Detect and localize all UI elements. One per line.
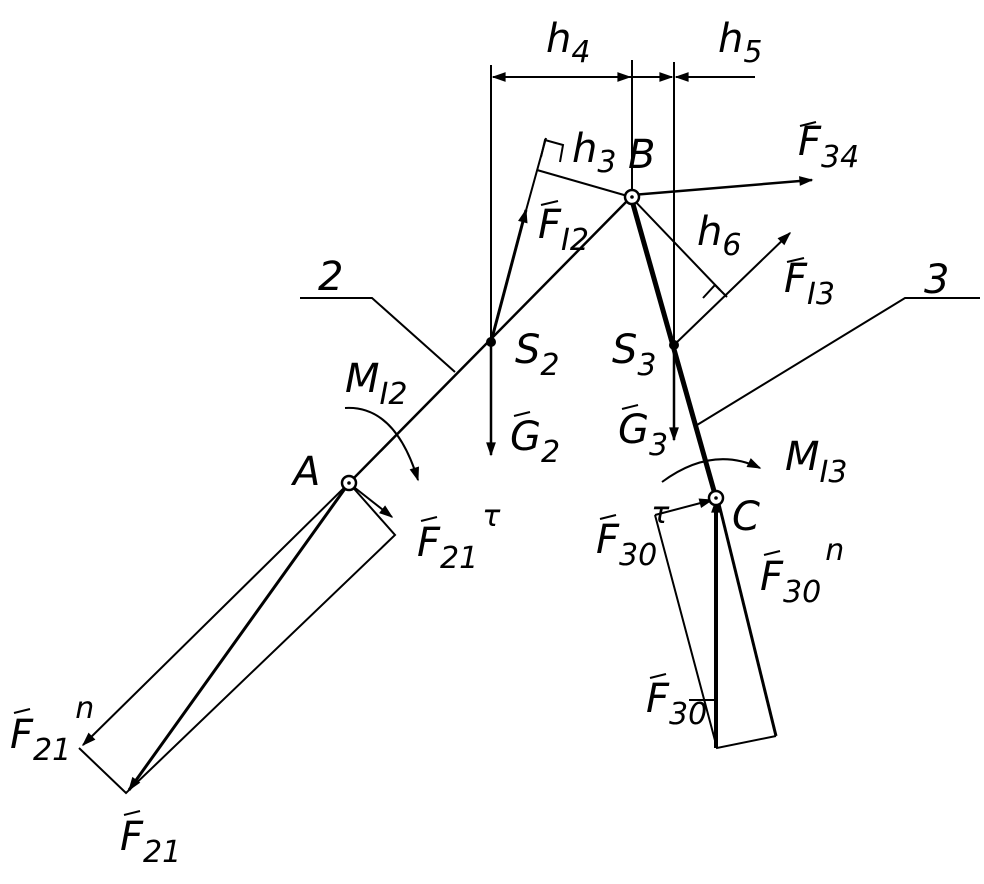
F21-parallelogram bbox=[78, 482, 397, 795]
F21t-label: F21τ bbox=[417, 499, 501, 576]
MI3-label: MI3 bbox=[785, 434, 847, 490]
h5-label: h5 bbox=[718, 16, 762, 70]
centroid-S3 bbox=[669, 340, 679, 350]
point-B-label: B bbox=[628, 132, 655, 178]
h3-line bbox=[536, 169, 632, 198]
centroid-S2 bbox=[486, 337, 496, 347]
h6-right-angle bbox=[702, 283, 728, 299]
F21-label: F21 bbox=[120, 814, 181, 870]
joint-C bbox=[707, 489, 725, 507]
link-2-label: 2 bbox=[318, 254, 343, 300]
joint-B bbox=[623, 188, 641, 206]
joint-A bbox=[340, 474, 358, 492]
FI3-vector bbox=[673, 232, 792, 346]
h6-line bbox=[630, 196, 721, 291]
h3-label: h3 bbox=[572, 126, 616, 180]
G2-label: G2 bbox=[510, 414, 560, 470]
link-2-leader bbox=[300, 297, 456, 373]
F21n-label: F21n bbox=[10, 691, 94, 768]
F34-label: F34 bbox=[798, 119, 859, 175]
FI3-label: FI3 bbox=[784, 256, 835, 312]
point-S2-label: S2 bbox=[515, 327, 559, 383]
F30t-vector bbox=[654, 498, 714, 516]
point-A-label: A bbox=[290, 449, 320, 495]
point-C-label: C bbox=[732, 494, 760, 540]
FI2-vector bbox=[489, 208, 528, 343]
F21n-vector bbox=[82, 482, 350, 746]
F30n-vector bbox=[716, 499, 778, 737]
F30-label: F30 bbox=[646, 676, 707, 732]
MI3-arc bbox=[661, 458, 762, 483]
F30-parallelogram bbox=[654, 514, 777, 750]
link-3-label: 3 bbox=[924, 257, 949, 303]
F21-vector bbox=[127, 482, 351, 792]
F30t-label: F30τ bbox=[596, 496, 670, 573]
FI2-label: FI2 bbox=[538, 202, 589, 258]
G3-label: G3 bbox=[618, 407, 668, 463]
h4-label: h4 bbox=[546, 16, 590, 70]
F21t-vector bbox=[349, 483, 394, 518]
F30n-label: F30n bbox=[760, 533, 844, 610]
h6-label: h6 bbox=[697, 209, 741, 263]
MI2-label: MI2 bbox=[345, 356, 407, 412]
F34-vector bbox=[631, 176, 814, 197]
point-S3-label: S3 bbox=[612, 327, 656, 383]
link-3-leader bbox=[696, 297, 980, 426]
MI2-arc bbox=[344, 406, 419, 482]
overbars bbox=[13, 121, 817, 816]
